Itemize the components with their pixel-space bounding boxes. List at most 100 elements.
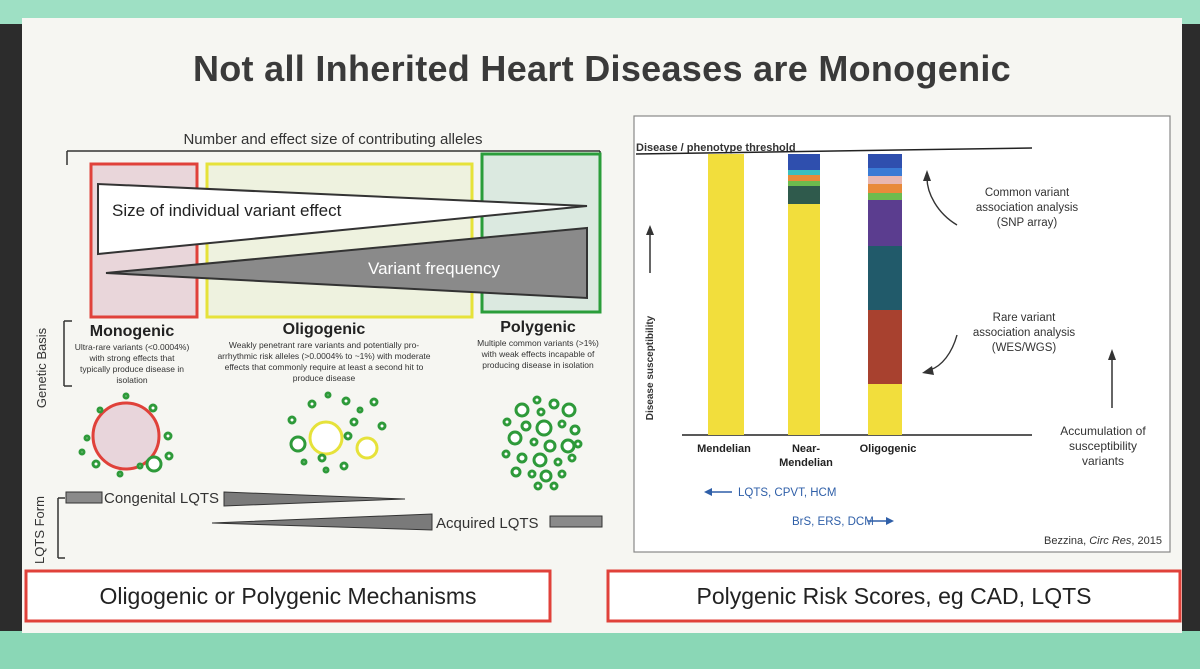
small-variant-circle	[164, 451, 174, 461]
small-variant-circle	[307, 399, 317, 409]
small-variant-circle	[343, 431, 353, 441]
small-variant-circle	[516, 452, 528, 464]
near-mendelian-segment-dark-green	[788, 186, 820, 204]
small-variant-circle	[83, 434, 91, 442]
small-variant-circle	[287, 415, 297, 425]
small-variant-circle	[317, 453, 327, 463]
oligogenic-allele-circles	[287, 391, 387, 474]
oligogenic-polygenic-text: Oligogenic or Polygenic Mechanisms	[99, 583, 476, 609]
small-variant-circle	[96, 406, 104, 414]
slide-graphics: Number and effect size of contributing a…	[24, 115, 1182, 623]
near-mendelian-label-2: Mendelian	[779, 457, 833, 469]
small-variant-circle	[573, 439, 583, 449]
congenital-lqts-bar	[65, 491, 103, 504]
threshold-label: Disease / phenotype threshold	[636, 142, 796, 154]
near-mendelian-segment-blue	[788, 154, 820, 170]
oligogenic-segment-teal	[868, 246, 902, 310]
common-variant-arrow	[926, 177, 958, 226]
small-variant-circle	[549, 481, 559, 491]
citation-author: Bezzina,	[1044, 535, 1086, 547]
small-variant-circle	[116, 470, 124, 478]
lqts-form-label: LQTS Form	[32, 496, 47, 564]
small-variant-circle	[289, 435, 307, 453]
y-axis-arrow-head	[646, 225, 654, 235]
citation-journal: Circ Res	[1089, 535, 1132, 547]
small-variant-circle	[341, 396, 351, 406]
brs-ers-dcm-label: BrS, ERS, DCM	[792, 516, 874, 528]
threshold-line	[635, 147, 1033, 155]
oligogenic-desc-4: produce disease	[293, 373, 356, 383]
small-variant-circle	[369, 397, 379, 407]
polygenic-desc-1: Multiple common variants (>1%)	[477, 338, 599, 348]
small-variant-circle	[532, 452, 548, 468]
small-variant-circle	[356, 406, 364, 414]
small-variant-circle	[145, 455, 163, 473]
small-variant-circle	[78, 448, 86, 456]
oligogenic-box	[205, 162, 474, 319]
oligogenic-segment-lightblue	[868, 168, 902, 176]
citation: Bezzina,Circ Res, 2015	[1044, 535, 1162, 547]
rare-variant-line-3: (WES/WGS)	[992, 342, 1057, 354]
accumulation-line-1: Accumulation of	[1060, 424, 1146, 438]
small-variant-circle	[520, 420, 532, 432]
oligogenic-segment-green	[868, 193, 902, 200]
monogenic-desc-4: isolation	[116, 375, 147, 385]
monogenic-desc-3: typically produce disease in	[80, 364, 184, 374]
small-variant-circle	[533, 481, 543, 491]
medium-variant-circle	[355, 436, 379, 460]
small-variant-circle	[567, 453, 577, 463]
brs-right-arrow-head	[886, 517, 894, 525]
oligogenic-heading: Oligogenic	[283, 321, 366, 338]
congenital-lqts-label: Congenital LQTS	[104, 490, 219, 507]
small-variant-circle	[557, 419, 567, 429]
rare-variant-line-2: association analysis	[973, 327, 1076, 339]
small-variant-circle	[324, 391, 332, 399]
small-variant-circle	[514, 402, 530, 418]
small-variant-circle	[322, 466, 330, 474]
alleles-header: Number and effect size of contributing a…	[183, 131, 482, 148]
small-variant-circle	[502, 417, 512, 427]
oligogenic-desc-2: arrhythmic risk alleles (>0.0004% to ~1%…	[217, 351, 430, 361]
oligogenic-bar-base	[868, 384, 902, 435]
genetic-basis-label: Genetic Basis	[34, 327, 49, 408]
common-variant-line-3: (SNP array)	[997, 217, 1058, 229]
polygenic-heading: Polygenic	[500, 319, 576, 336]
small-variant-circle	[548, 398, 560, 410]
rare-variant-line-1: Rare variant	[993, 312, 1056, 324]
small-variant-circle	[539, 469, 553, 483]
frequency-triangle	[105, 226, 588, 300]
small-variant-circle	[339, 461, 349, 471]
common-variant-line-1: Common variant	[985, 187, 1070, 199]
oligogenic-polygenic-box	[24, 569, 552, 623]
effect-size-triangle	[97, 182, 588, 256]
small-variant-circle	[377, 421, 387, 431]
near-mendelian-label-1: Near-	[792, 443, 820, 455]
polygenic-desc-3: producing disease in isolation	[482, 360, 594, 370]
small-variant-circle	[535, 419, 553, 437]
polygenic-risk-box	[606, 569, 1182, 623]
small-variant-circle	[507, 430, 523, 446]
acquired-lqts-bar	[549, 515, 603, 528]
mendelian-bar	[708, 154, 744, 435]
large-variant-circle	[91, 401, 161, 471]
small-variant-circle	[136, 462, 144, 470]
small-variant-circle	[569, 424, 581, 436]
accumulation-arrow-head	[1108, 349, 1116, 360]
rare-variant-arrowhead	[922, 366, 934, 375]
congenital-lqts-wedge	[223, 491, 406, 507]
oligogenic-segment-red	[868, 310, 902, 384]
acquired-lqts-wedge	[211, 513, 433, 531]
oligogenic-segment-orange	[868, 184, 902, 193]
oligogenic-segment-blue	[868, 154, 902, 168]
y-axis-label: Disease susceptibility	[645, 315, 656, 420]
rare-variant-arrow	[929, 334, 958, 371]
frequency-label: Variant frequency	[368, 259, 500, 278]
small-variant-circle	[557, 469, 567, 479]
monogenic-desc-2: with strong effects that	[89, 353, 176, 363]
monogenic-heading: Monogenic	[90, 323, 175, 340]
small-variant-circle	[527, 469, 537, 479]
accumulation-line-3: variants	[1082, 454, 1124, 468]
small-variant-circle	[532, 395, 542, 405]
small-variant-circle	[91, 459, 101, 469]
